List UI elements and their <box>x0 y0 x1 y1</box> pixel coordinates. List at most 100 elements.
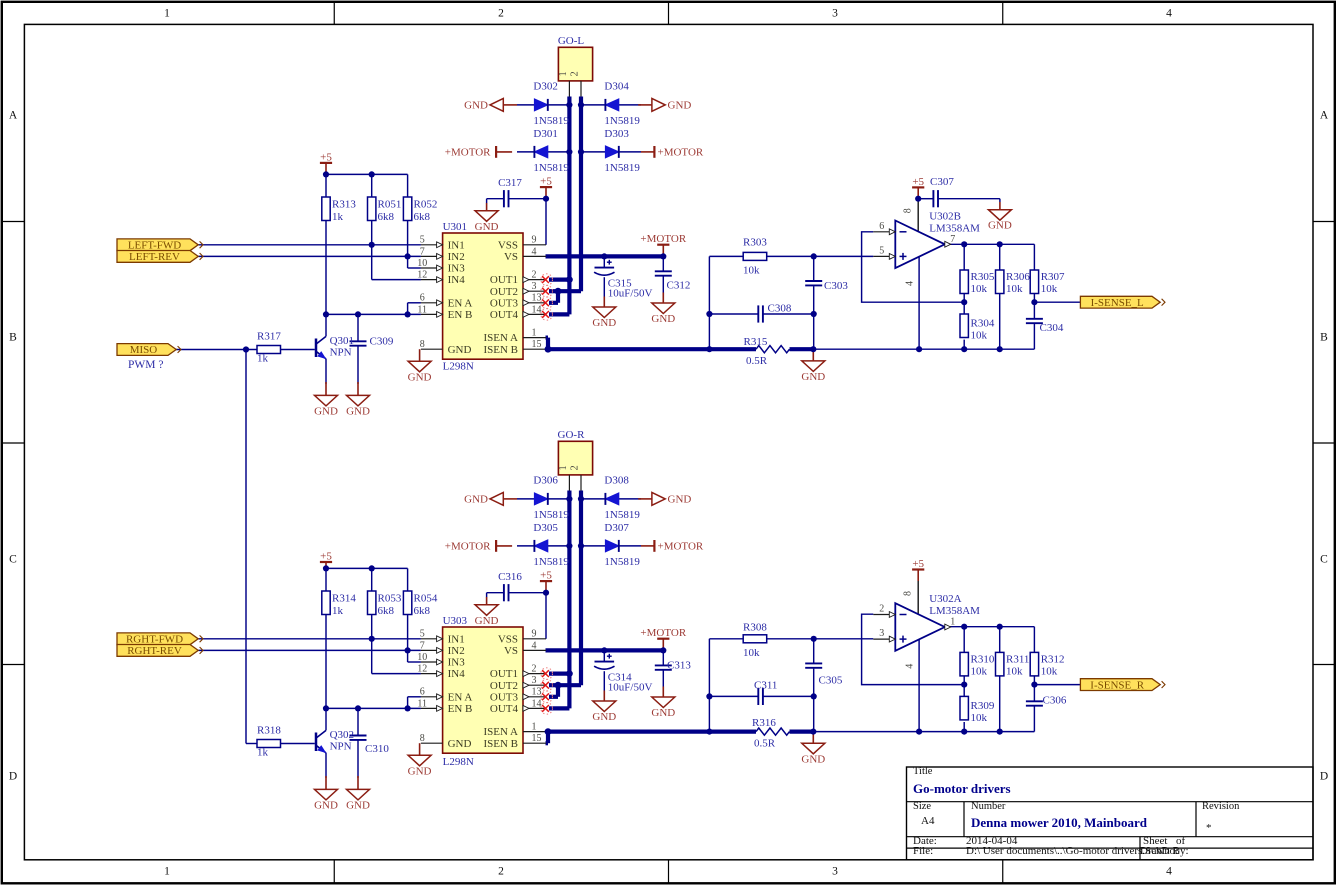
ic-U303-shape[interactable] <box>522 669 531 678</box>
gnd-flag-shape[interactable] <box>406 360 434 373</box>
gnd-flag-shape[interactable] <box>406 754 434 767</box>
wire[interactable] <box>860 613 965 686</box>
port-left-fwd-shape[interactable] <box>199 241 204 249</box>
diode-D306-shape[interactable] <box>533 492 550 506</box>
gnd-flag-shape[interactable] <box>312 788 340 801</box>
capacitor-C306[interactable]: C306 <box>1025 695 1067 707</box>
resistor-R051-shape[interactable] <box>366 196 377 222</box>
port-miso[interactable]: MISO <box>116 342 182 357</box>
opamp-U302B-shape[interactable] <box>888 252 897 261</box>
ic-U301-shape[interactable] <box>522 299 531 307</box>
port-rght-rev-shape[interactable] <box>116 643 200 657</box>
resistor-R318-shape[interactable] <box>256 738 282 749</box>
resistor-R052-shape[interactable] <box>402 196 413 222</box>
sheet-date[interactable]: 2014-04-04 <box>966 834 1018 847</box>
resistor-R307-shape[interactable] <box>1029 269 1040 295</box>
port-i-sense-r-shape[interactable] <box>1161 680 1166 689</box>
capacitor-C313[interactable]: C313 <box>654 660 692 672</box>
gnd-flag-shape[interactable] <box>488 97 505 113</box>
capacitor-C309[interactable]: C309 <box>349 336 394 348</box>
transistor-Q301-shape[interactable] <box>317 351 327 360</box>
capacitor-C305[interactable]: C305 <box>805 662 843 687</box>
gnd-flag[interactable]: GND <box>312 382 340 417</box>
diode-D303-shape[interactable] <box>604 145 621 159</box>
gnd-flag[interactable]: GND <box>638 491 691 507</box>
port-i-sense-r-shape[interactable] <box>1079 678 1162 692</box>
capacitor-C307[interactable]: C307 <box>930 176 954 208</box>
gnd-flag[interactable]: GND <box>464 97 517 113</box>
port-left-rev-shape[interactable] <box>116 249 200 263</box>
gnd-flag[interactable]: GND <box>344 776 372 811</box>
port-left-rev[interactable]: LEFT-REV <box>116 249 204 264</box>
gnd-flag[interactable]: GND <box>464 491 517 507</box>
connector-GO-R-shape[interactable] <box>557 440 594 476</box>
port-left-fwd[interactable]: LEFT-FWD <box>116 238 204 252</box>
gnd-flag[interactable]: GND <box>473 597 501 627</box>
capacitor-C304[interactable]: C304 <box>1025 317 1064 334</box>
gnd-flag-shape[interactable] <box>651 491 667 507</box>
power-flag-plus-5[interactable]: +5 <box>319 151 332 175</box>
gnd-flag[interactable]: GND <box>649 686 677 720</box>
ic-U301-shape[interactable] <box>436 264 444 272</box>
gnd-flag[interactable]: GND <box>590 296 618 330</box>
gnd-flag-shape[interactable] <box>799 360 827 373</box>
resistor-R305-shape[interactable] <box>959 269 970 295</box>
ic-U301-shape[interactable] <box>522 287 531 295</box>
ic-U301-shape[interactable] <box>436 241 444 249</box>
port-rght-fwd-shape[interactable] <box>199 635 204 643</box>
gnd-flag-shape[interactable] <box>590 306 618 319</box>
resistor-R310-shape[interactable] <box>959 651 970 677</box>
port-i-sense-l[interactable]: I-SENSE_L <box>1079 295 1166 309</box>
capacitor-C311[interactable]: C311 <box>754 680 777 705</box>
resistor-R306-shape[interactable] <box>994 269 1005 295</box>
net-label[interactable]: PWM ? <box>128 359 163 371</box>
resistor-R313-shape[interactable] <box>321 196 331 222</box>
resistor-R053-shape[interactable] <box>366 590 377 616</box>
resistor-R314-shape[interactable] <box>321 590 331 616</box>
gnd-flag[interactable]: GND <box>986 202 1014 232</box>
ic-U301-shape[interactable] <box>441 232 524 360</box>
ic-U303-shape[interactable] <box>522 693 531 701</box>
gnd-flag-shape[interactable] <box>312 394 340 407</box>
power-flag-plus-motor[interactable]: +MOTOR <box>641 540 704 553</box>
ic-U301-shape[interactable] <box>436 275 444 284</box>
gnd-flag[interactable]: GND <box>649 292 677 326</box>
power-flag-plus-5[interactable]: +5 <box>539 176 552 199</box>
sheet-size[interactable]: A4 <box>921 814 935 827</box>
ic-U303-shape[interactable] <box>522 704 531 713</box>
gnd-flag-shape[interactable] <box>986 208 1014 222</box>
opamp-U302A-shape[interactable] <box>888 635 897 643</box>
port-left-fwd-shape[interactable] <box>116 238 200 252</box>
power-flag-plus-5[interactable]: +5 <box>319 550 332 569</box>
gnd-flag-shape[interactable] <box>649 696 677 709</box>
power-flag-plus-5[interactable]: +5 <box>912 176 925 199</box>
port-miso-shape[interactable] <box>177 345 182 354</box>
resistor-R304-shape[interactable] <box>959 313 970 339</box>
capacitor-C317[interactable]: C317 <box>498 177 522 208</box>
wire-shape[interactable] <box>860 613 965 686</box>
gnd-flag[interactable]: GND <box>799 349 827 383</box>
opamp-U302B-shape[interactable] <box>944 240 952 248</box>
diode-D305-shape[interactable] <box>533 539 549 553</box>
gnd-flag-shape[interactable] <box>488 491 505 507</box>
gnd-flag[interactable]: GND <box>312 776 340 811</box>
gnd-flag-shape[interactable] <box>344 394 372 407</box>
ic-U301-shape[interactable] <box>522 310 531 319</box>
